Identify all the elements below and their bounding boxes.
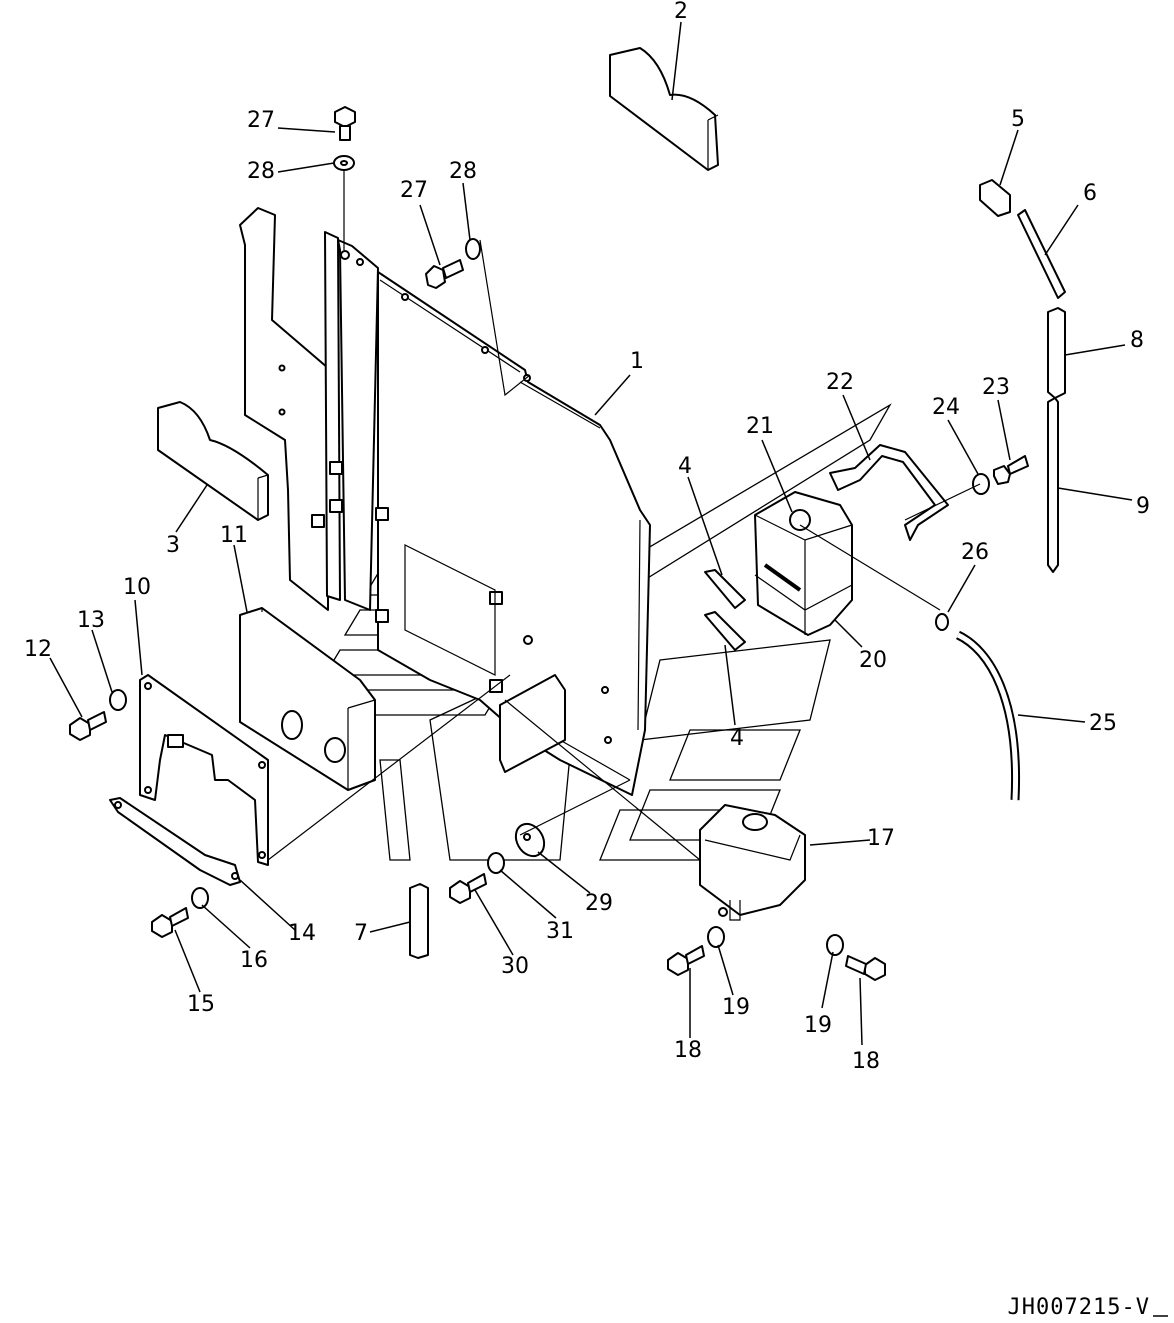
- washer-28-mid: [465, 238, 481, 260]
- strip-9: [1047, 397, 1059, 573]
- callout-11: 11: [220, 523, 248, 548]
- callout-8: 8: [1130, 328, 1144, 353]
- callout-5: 5: [1011, 107, 1025, 132]
- plate-10: [139, 674, 269, 866]
- mount-plate: [499, 635, 566, 773]
- callout-28-top: 28: [247, 159, 275, 184]
- callout-9: 9: [1136, 494, 1150, 519]
- callout-labels: 2 27 28 27 28 1 5 6 8 9 22 21 24 23 26 2…: [24, 0, 1150, 1074]
- callout-16: 16: [240, 948, 268, 973]
- callout-4-bottom: 4: [730, 726, 744, 751]
- callout-26: 26: [961, 540, 989, 565]
- grommet-29: [514, 822, 546, 858]
- foam-block-2: [609, 47, 719, 171]
- bolt-12: [69, 711, 107, 741]
- washer-19-left: [707, 926, 725, 948]
- callout-18-left: 18: [674, 1038, 702, 1063]
- callout-25: 25: [1089, 711, 1117, 736]
- bolt-18-right: [845, 955, 886, 981]
- clip-26: [935, 613, 949, 631]
- callout-10: 10: [123, 575, 151, 600]
- callout-23: 23: [982, 375, 1010, 400]
- drawing-code: JH007215-V: [1008, 1295, 1150, 1320]
- main-panel-1: [377, 271, 651, 796]
- callout-30: 30: [501, 954, 529, 979]
- motor-17: [699, 804, 806, 921]
- hose-25: [955, 630, 1021, 801]
- callout-1: 1: [630, 349, 644, 374]
- washer-28-top: [333, 155, 355, 171]
- bolt-27-top: [334, 106, 356, 141]
- callout-28-mid: 28: [449, 159, 477, 184]
- pad-4a: [704, 569, 746, 609]
- bolt-23: [993, 455, 1029, 485]
- bracket-22: [829, 444, 949, 541]
- callout-24: 24: [932, 395, 960, 420]
- leader-lines: [49, 21, 1133, 1046]
- callout-19-right: 19: [804, 1013, 832, 1038]
- callout-7: 7: [354, 921, 368, 946]
- bolt-15: [151, 907, 189, 938]
- bolt-30: [449, 873, 487, 904]
- callout-22: 22: [826, 370, 854, 395]
- bracket-frame: [239, 207, 503, 693]
- callout-14: 14: [288, 921, 316, 946]
- callout-12: 12: [24, 637, 52, 662]
- callout-18-right: 18: [852, 1049, 880, 1074]
- foam-block-3: [157, 401, 269, 521]
- callout-21: 21: [746, 414, 774, 439]
- callout-3: 3: [166, 533, 180, 558]
- callout-20: 20: [859, 648, 887, 673]
- callout-2: 2: [674, 0, 688, 24]
- washer-31: [487, 852, 505, 874]
- bolt-27-mid: [425, 259, 464, 289]
- callout-6: 6: [1083, 181, 1097, 206]
- bolt-18-left: [667, 945, 705, 976]
- callout-19-left: 19: [722, 995, 750, 1020]
- strip-8: [1047, 307, 1066, 399]
- strip-6: [1017, 209, 1066, 299]
- block-5: [979, 179, 1011, 217]
- callout-27-mid: 27: [400, 178, 428, 203]
- callout-4-top: 4: [678, 454, 692, 479]
- strap-14: [109, 797, 241, 886]
- assembly-lines: [267, 170, 981, 861]
- callout-13: 13: [77, 608, 105, 633]
- pad-4b: [704, 611, 746, 651]
- callout-27-top: 27: [247, 108, 275, 133]
- cover-box-11: [239, 607, 376, 791]
- callout-29: 29: [585, 891, 613, 916]
- block-7: [409, 883, 429, 959]
- callout-17: 17: [867, 826, 895, 851]
- washer-24: [972, 473, 990, 495]
- tank-20: [754, 491, 853, 636]
- callout-31: 31: [546, 919, 574, 944]
- washer-13: [109, 689, 127, 711]
- washer-19-right: [826, 934, 844, 956]
- callout-15: 15: [187, 992, 215, 1017]
- washer-16: [191, 887, 209, 909]
